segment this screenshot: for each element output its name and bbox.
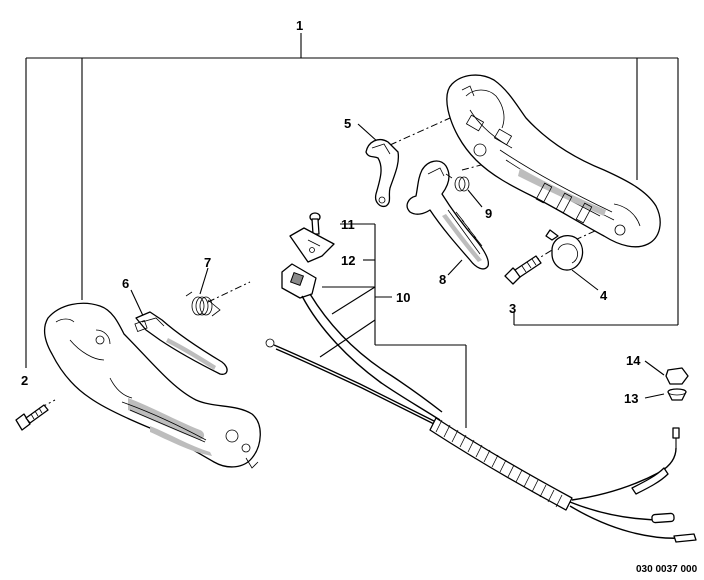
leader-lines <box>25 33 679 428</box>
clamp-part-4 <box>545 229 584 271</box>
latch-lever-part-5 <box>365 138 400 208</box>
handle-housing-right <box>446 74 661 248</box>
callout-labels: 1 2 3 4 5 6 7 8 9 10 11 12 13 14 030 003… <box>21 18 698 575</box>
nut-part-14 <box>665 367 689 385</box>
callout-1: 1 <box>296 18 303 33</box>
switch-harness-part-10 <box>265 263 697 543</box>
screw-part-3 <box>504 255 542 285</box>
callout-4: 4 <box>600 288 608 303</box>
spring-part-7 <box>185 291 221 317</box>
callout-5: 5 <box>344 116 351 131</box>
callout-8: 8 <box>439 272 446 287</box>
callout-14: 14 <box>626 353 641 368</box>
screw-part-11 <box>309 212 321 235</box>
callout-13: 13 <box>624 391 638 406</box>
control-lever-part-8 <box>406 160 490 270</box>
screw-part-2 <box>15 404 49 431</box>
throttle-lever-part-6 <box>134 311 228 375</box>
spring-part-9 <box>445 173 470 192</box>
cover-plate-part-12 <box>289 227 335 263</box>
nut-part-13 <box>667 388 687 401</box>
callout-11: 11 <box>341 217 355 232</box>
callout-3: 3 <box>509 301 516 316</box>
callout-2: 2 <box>21 373 28 388</box>
callout-6: 6 <box>122 276 129 291</box>
figure-code: 030 0037 000 <box>636 564 698 575</box>
handle-housing-left <box>43 302 261 469</box>
callout-12: 12 <box>341 253 355 268</box>
callout-10: 10 <box>396 290 410 305</box>
callout-7: 7 <box>204 255 211 270</box>
callout-9: 9 <box>485 206 492 221</box>
